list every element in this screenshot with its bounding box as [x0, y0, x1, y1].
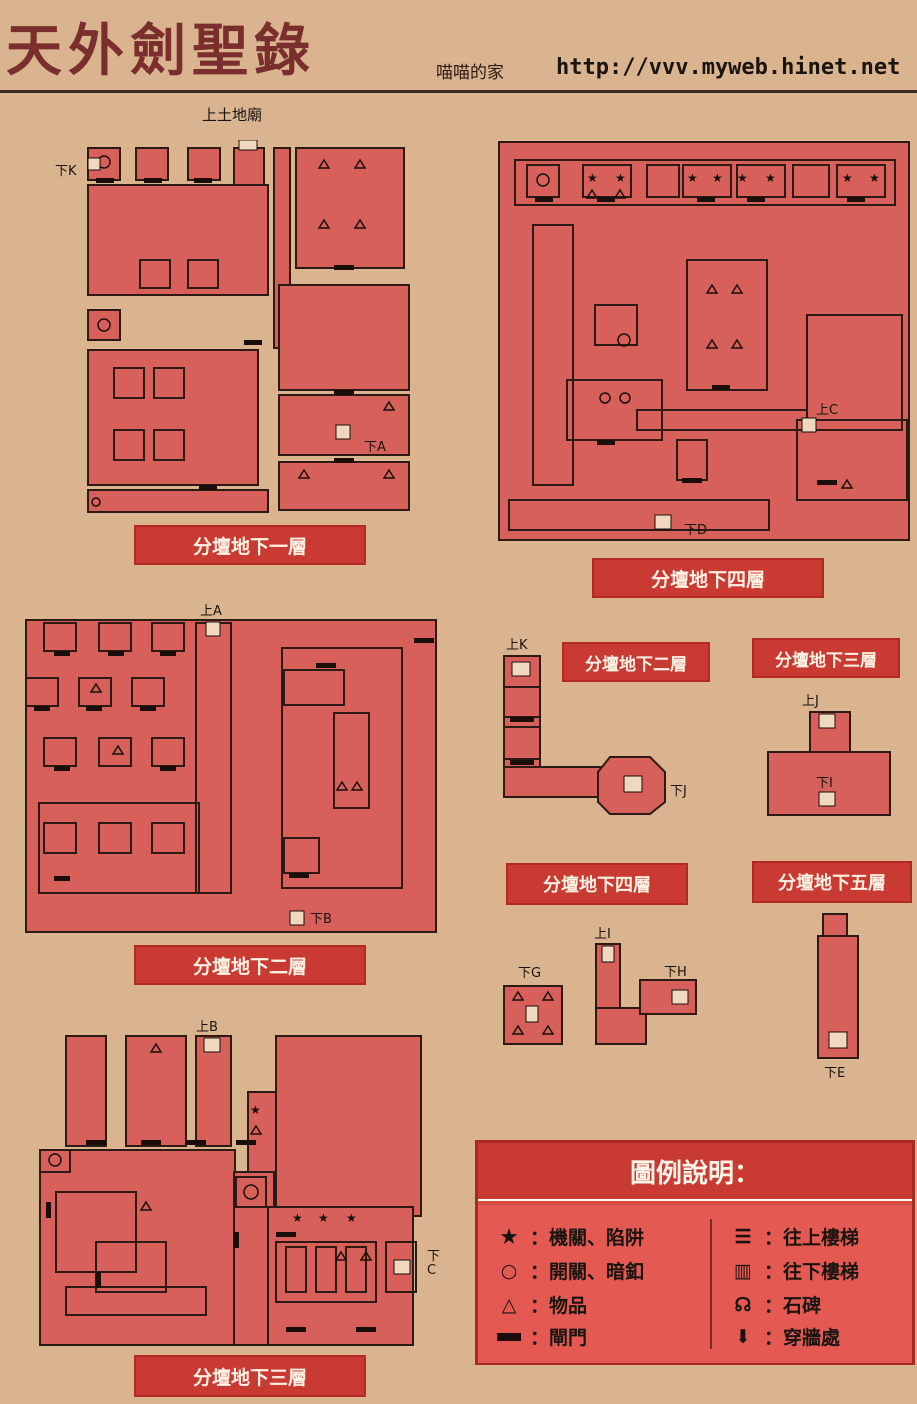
- room: [278, 461, 410, 511]
- mark-up-j: 上J: [802, 694, 819, 709]
- svg-text:★: ★: [869, 171, 880, 185]
- mark-up-b: 上B: [196, 1020, 218, 1035]
- room: [278, 284, 410, 391]
- label-b3-small: 分壇地下三層: [752, 638, 900, 678]
- mark-down-i: 下I: [816, 776, 833, 791]
- mark-up-i: 上I: [594, 927, 611, 942]
- legend-item-passage: ⬇ ：穿牆處: [730, 1323, 840, 1350]
- label-b4-large: 分壇地下四層: [592, 558, 824, 598]
- label-b1: 分壇地下一層: [134, 525, 366, 565]
- map-b2-small: [503, 655, 666, 815]
- label-b5-small: 分壇地下五層: [752, 861, 912, 903]
- map-b5-small: [817, 913, 859, 1059]
- room: [135, 147, 169, 181]
- svg-text:★: ★: [687, 171, 698, 185]
- label-b4-small: 分壇地下四層: [506, 863, 688, 905]
- svg-text:★: ★: [587, 171, 598, 185]
- game-title: 天外劍聖錄: [6, 18, 316, 84]
- map-b3: ★ ★ ★ ★: [39, 1035, 422, 1346]
- stairs-down-icon: ▥: [734, 1259, 752, 1282]
- legend-body: ★ ：機關、陷阱 ○ ：開關、暗釦 △ ：物品 ：閘門 ☰ ：往上樓梯 ▥ ：往…: [478, 1205, 912, 1363]
- room: [187, 147, 221, 181]
- label-b3: 分壇地下三層: [134, 1355, 366, 1397]
- legend-item-item: △ ：物品: [496, 1291, 587, 1318]
- legend-item-stairs-down: ▥ ：往下樓梯: [730, 1257, 859, 1284]
- circle-icon: ○: [500, 1259, 518, 1282]
- label-b2-small: 分壇地下二層: [562, 642, 710, 682]
- legend-item-stele: ☊ ：石碑: [730, 1291, 821, 1318]
- svg-text:★: ★: [318, 1211, 329, 1225]
- map-b4-small: [503, 943, 697, 1045]
- legend-item-gate: ：閘門: [496, 1323, 587, 1350]
- stairs-up-icon: ☰: [734, 1225, 752, 1248]
- mark-down-b: 下B: [310, 912, 332, 927]
- site-credit: 喵喵的家: [436, 63, 504, 83]
- stele-icon: ☊: [734, 1293, 752, 1316]
- legend-item-switch: ○ ：開關、暗釦: [496, 1257, 644, 1284]
- legend-item-trap: ★ ：機關、陷阱: [496, 1223, 644, 1250]
- page-header: 天外劍聖錄 喵喵的家 http://vvv.myweb.hinet.net: [0, 0, 917, 93]
- legend-panel: 圖例說明： ★ ：機關、陷阱 ○ ：開關、暗釦 △ ：物品 ：閘門 ☰ ：往上樓…: [475, 1140, 915, 1365]
- room-block: [87, 349, 259, 486]
- svg-text:★: ★: [842, 171, 853, 185]
- map-b2: [25, 619, 437, 933]
- legend-divider: [710, 1219, 712, 1349]
- big-room: [275, 1035, 422, 1217]
- label-b2: 分壇地下二層: [134, 945, 366, 985]
- mark-up-temple: 上土地廟: [202, 106, 263, 124]
- svg-text:★: ★: [737, 171, 748, 185]
- room: [87, 309, 121, 341]
- corridor: [87, 489, 269, 513]
- legend-title: 圖例說明：: [478, 1143, 912, 1201]
- site-url[interactable]: http://vvv.myweb.hinet.net: [556, 55, 901, 80]
- map-b1: [87, 140, 410, 513]
- header-divider: [0, 90, 917, 93]
- mark-down-h: 下H: [664, 965, 687, 980]
- map-b4-large: ★ ★ ★ ★ ★ ★ ★ ★: [498, 141, 910, 541]
- svg-text:★: ★: [250, 1103, 261, 1117]
- mark-down-j: 下J: [670, 784, 687, 799]
- mark-down-c: 下C: [427, 1249, 441, 1278]
- mark-down-k: 下K: [55, 164, 77, 179]
- svg-text:★: ★: [615, 171, 626, 185]
- arrow-down-icon: ⬇: [735, 1325, 751, 1348]
- outer-block: [498, 141, 910, 541]
- mark-up-a: 上A: [200, 604, 222, 619]
- svg-text:★: ★: [292, 1211, 303, 1225]
- mark-up-k: 上K: [506, 638, 528, 653]
- star-icon: ★: [500, 1225, 518, 1248]
- map-b3-small: [767, 711, 891, 816]
- mark-down-g: 下G: [518, 966, 542, 981]
- svg-text:★: ★: [765, 171, 776, 185]
- door-icon: [496, 1332, 522, 1341]
- stair-room: [233, 147, 265, 189]
- mark-down-d: 下D: [684, 523, 708, 538]
- triangle-icon: △: [501, 1293, 517, 1316]
- legend-item-stairs-up: ☰ ：往上樓梯: [730, 1223, 859, 1250]
- svg-text:★: ★: [346, 1211, 357, 1225]
- room-block: [87, 184, 269, 296]
- mark-down-e: 下E: [824, 1066, 846, 1081]
- mark-down-a: 下A: [364, 440, 386, 455]
- room-block: [295, 147, 405, 269]
- svg-text:★: ★: [712, 171, 723, 185]
- mark-up-c: 上C: [816, 403, 839, 418]
